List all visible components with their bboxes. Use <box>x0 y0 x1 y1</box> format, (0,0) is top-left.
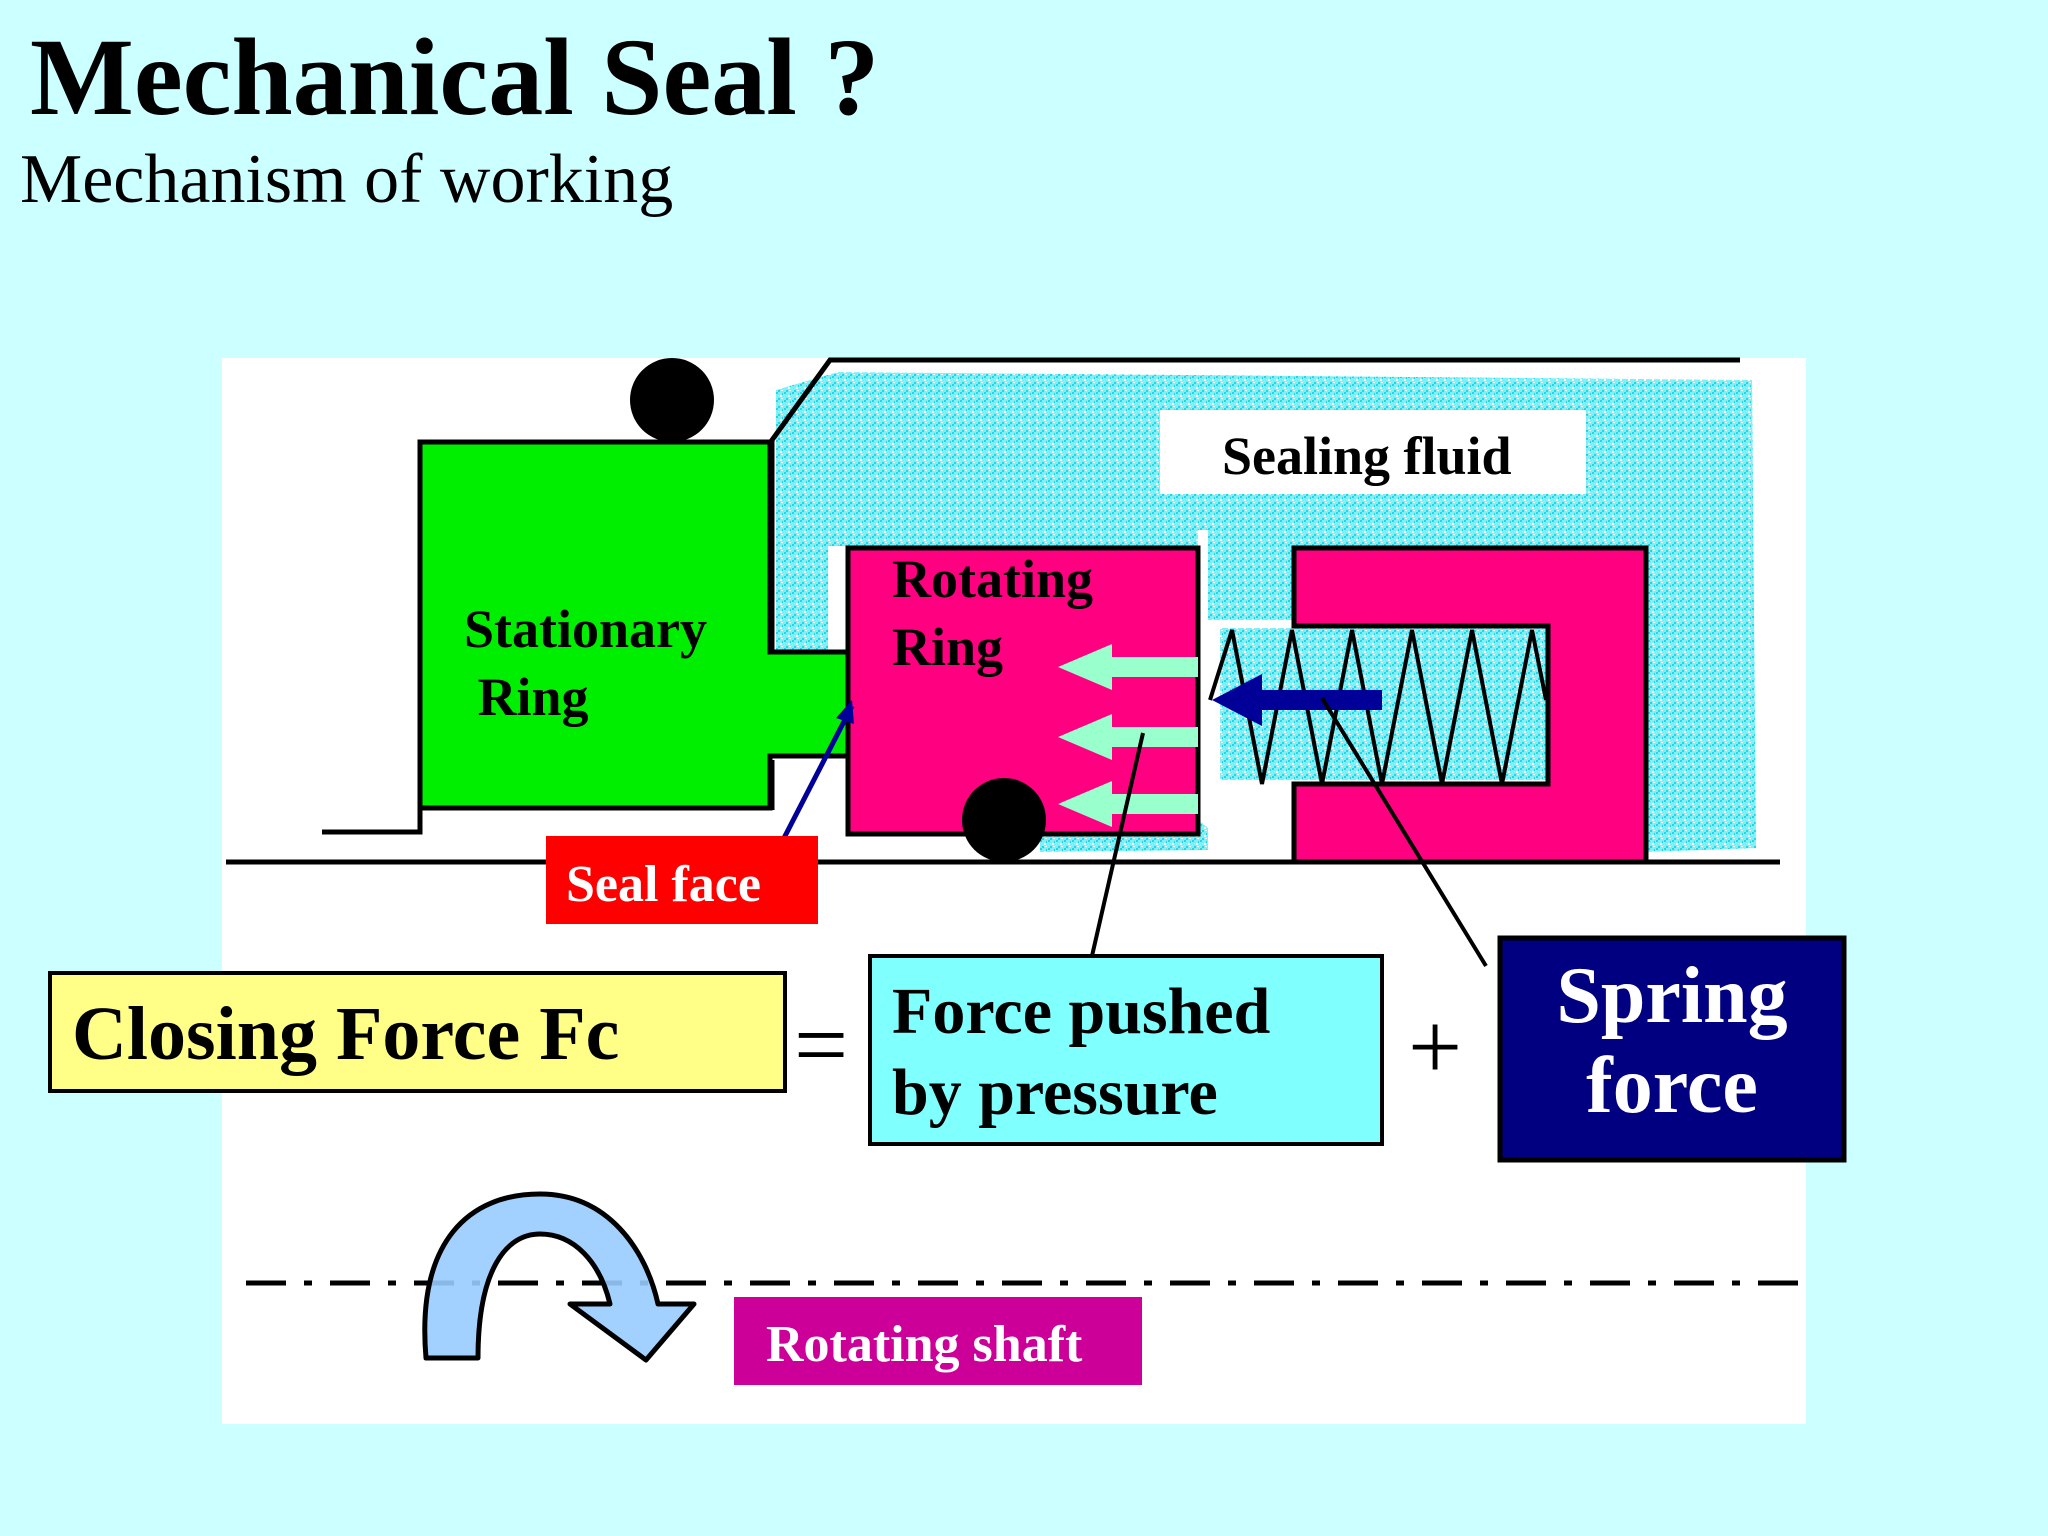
seal-face-label: Seal face <box>566 856 761 913</box>
seal-face-leader-head <box>836 700 854 724</box>
pressure-force-label: Force pushed by pressure <box>892 975 1271 1129</box>
sealing-fluid-label-bg <box>1160 410 1586 494</box>
sealing-fluid-label: Sealing fluid <box>1222 426 1512 486</box>
rotating-shaft-tag <box>734 1297 1142 1385</box>
rotating-shaft-label: Rotating shaft <box>766 1316 1083 1373</box>
closing-force-box <box>48 971 787 1093</box>
slide-subtitle: Mechanism of working <box>20 141 674 218</box>
spring-retainer <box>1291 545 1649 865</box>
spring-force-arrow <box>1212 674 1382 726</box>
rotating-o-ring <box>962 778 1046 862</box>
stationary-o-ring <box>630 358 714 442</box>
spring-leader <box>1320 696 1488 968</box>
spring-force-box <box>1497 935 1847 1163</box>
spring-coil <box>1208 629 1548 785</box>
rotation-arrow <box>422 1191 697 1363</box>
equals-sign: = <box>794 991 849 1098</box>
plus-sign: + <box>1408 993 1463 1100</box>
seal-face-tag <box>546 836 818 924</box>
pressure-leader <box>1090 732 1145 957</box>
pressure-arrow-2 <box>1058 714 1198 760</box>
pressure-arrow-1 <box>1058 644 1198 690</box>
seal-face-leader <box>781 704 855 840</box>
stationary-step-line <box>322 810 423 835</box>
spring-force-label: Spring force <box>1556 952 1788 1130</box>
pressure-force-box <box>868 954 1384 1146</box>
closing-force-label: Closing Force Fc <box>72 992 620 1076</box>
stationary-ring-label: Stationary Ring <box>464 599 707 727</box>
slide-title: Mechanical Seal ? <box>30 16 880 138</box>
rotating-ring-label: Rotating Ring <box>892 549 1093 677</box>
